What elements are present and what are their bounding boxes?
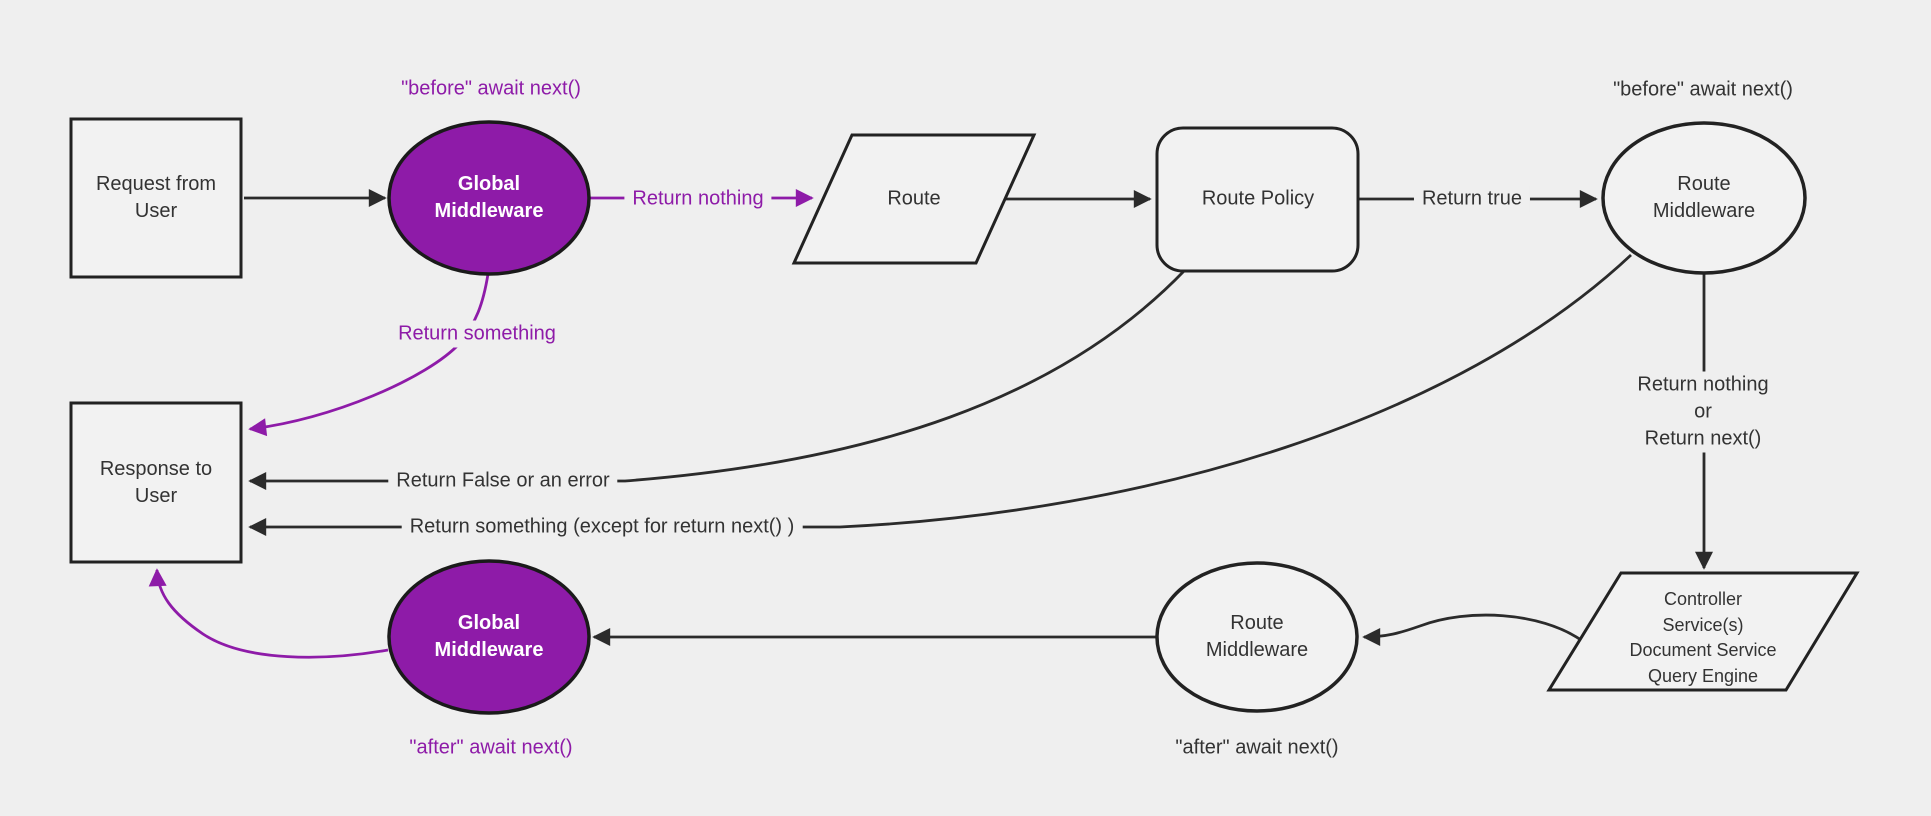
label-return-something: Return something — [390, 320, 564, 348]
label-return-false-or-error: Return False or an error — [388, 467, 618, 495]
edge-route-policy-return-false-to-response — [248, 269, 1187, 490]
node-response-to-user — [69, 401, 243, 564]
label-controller-services: Controller Service(s) Document Service Q… — [1629, 588, 1777, 686]
label-after-await-route: "after" await next() — [1175, 736, 1339, 759]
label-response-to-user: Response to User — [99, 458, 213, 507]
label-return-nothing: Return nothing — [624, 185, 772, 213]
label-before-await-route: "before" await next() — [1613, 78, 1793, 101]
label-return-true: Return true — [1413, 185, 1531, 213]
label-route-middleware-before: Route Middleware — [1652, 173, 1756, 222]
node-global-middleware-after — [387, 559, 591, 715]
label-route-middleware-after: Route Middleware — [1205, 612, 1309, 661]
label-before-await-global: "before" await next() — [401, 77, 581, 100]
label-global-middleware-after: Global Middleware — [434, 612, 544, 661]
label-global-middleware-before: Global Middleware — [434, 173, 544, 222]
node-route — [791, 133, 1037, 265]
edge-route-middleware-return-something-to-response — [248, 253, 1632, 536]
node-controller-services — [1546, 571, 1860, 692]
node-request-from-user — [69, 117, 243, 279]
nodes-layer — [69, 117, 1860, 715]
label-route-policy: Route Policy — [1201, 187, 1315, 210]
node-route-middleware-before — [1601, 121, 1807, 275]
label-request-from-user: Request from User — [95, 173, 217, 222]
node-global-middleware-before — [387, 120, 591, 276]
edge-global-middleware-return-something-to-response — [248, 273, 490, 437]
edges-layer — [148, 189, 1713, 659]
label-route: Route — [887, 187, 941, 210]
node-route-middleware-after — [1155, 561, 1359, 713]
label-return-something-except: Return something (except for return next… — [401, 513, 803, 541]
node-route-policy — [1155, 126, 1360, 273]
label-return-nothing-or-next: Return nothing or Return next() — [1629, 371, 1777, 453]
edge-controller-to-route-middleware-after — [1362, 613, 1582, 646]
edge-global-middleware-after-to-response — [148, 568, 389, 659]
label-after-await-global: "after" await next() — [409, 736, 573, 759]
